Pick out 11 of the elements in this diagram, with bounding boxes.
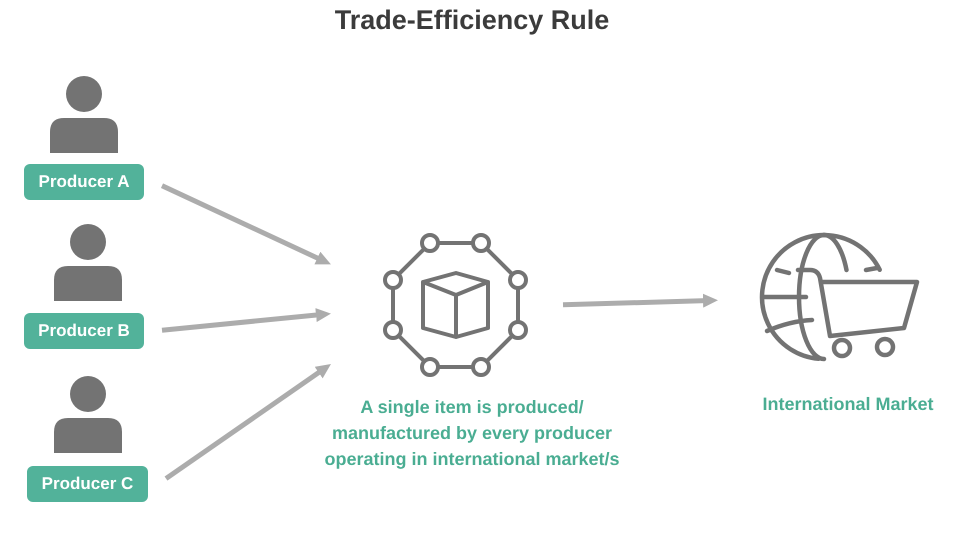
- producer-box: Producer A: [24, 164, 144, 200]
- diagram-title: Trade-Efficiency Rule: [334, 4, 610, 36]
- producer-box: Producer B: [24, 313, 144, 349]
- arrow: [562, 294, 718, 308]
- network-cube-icon: [381, 231, 529, 379]
- arrow: [160, 183, 331, 264]
- icon-caption: A single item is produced/ manufactured by every producer operating in international market/s: [323, 396, 621, 471]
- arrow: [162, 308, 331, 333]
- producer-box: Producer C: [27, 466, 148, 502]
- icon-caption: International Market: [762, 393, 934, 416]
- arrow: [164, 364, 331, 481]
